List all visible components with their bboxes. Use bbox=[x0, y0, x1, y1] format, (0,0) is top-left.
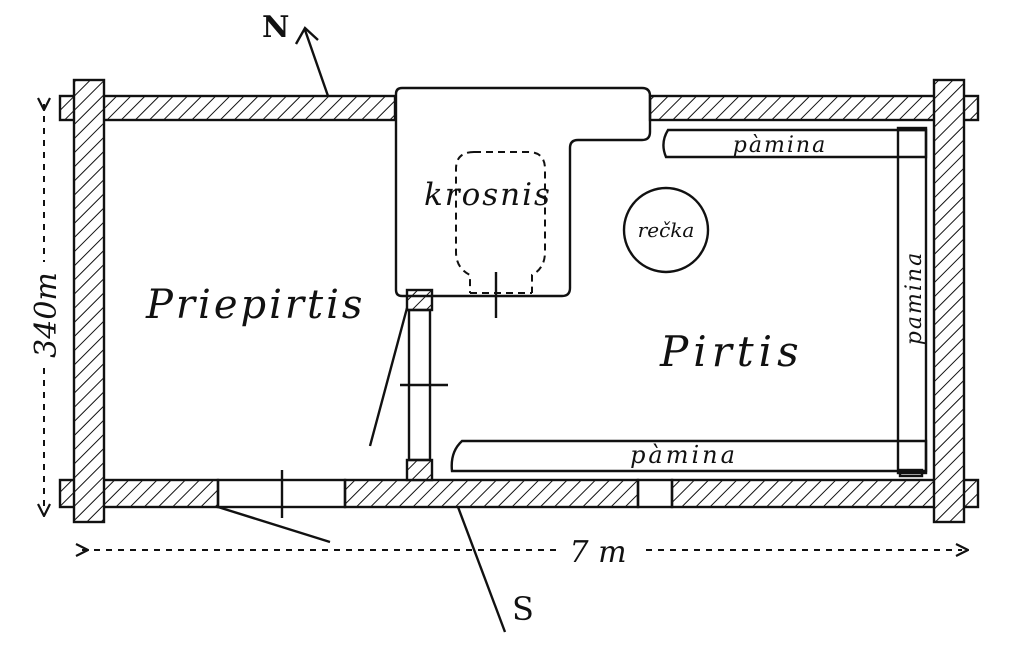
bench-bottom-label: pàmina bbox=[630, 441, 738, 469]
room-label-sauna: Pirtis bbox=[659, 327, 804, 376]
window-opening bbox=[636, 478, 674, 509]
bucket-label: rečka bbox=[638, 218, 695, 242]
stove-label: krosnis bbox=[424, 177, 552, 213]
partition-top bbox=[405, 288, 434, 312]
bench-bottom bbox=[450, 439, 928, 473]
walls bbox=[58, 78, 980, 524]
bottom-wall-right bbox=[670, 478, 980, 509]
room-label-anteroom: Priepirtis bbox=[145, 282, 365, 328]
top-wall-right bbox=[648, 94, 980, 122]
bucket-circle bbox=[622, 186, 710, 274]
north-label: N bbox=[262, 10, 289, 45]
height-dimension: 340m bbox=[28, 104, 64, 510]
left-wall bbox=[72, 78, 106, 524]
south-label: S bbox=[512, 590, 534, 628]
width-label: 7 m bbox=[569, 535, 626, 570]
interior-door-leaf bbox=[368, 307, 409, 447]
right-wall bbox=[932, 78, 966, 524]
bench-top bbox=[662, 128, 928, 159]
bucket: rečka bbox=[622, 186, 710, 274]
bench-right-label: pamina bbox=[902, 251, 927, 345]
entrance-door-leaf bbox=[217, 505, 331, 544]
top-wall-left bbox=[58, 94, 397, 122]
stove: krosnis bbox=[394, 86, 652, 318]
north-arrow: N bbox=[262, 10, 330, 97]
firebox-dashed bbox=[455, 151, 546, 294]
partition-bottom bbox=[405, 458, 434, 482]
bottom-wall-mid bbox=[343, 478, 640, 509]
stove-outline bbox=[394, 86, 652, 298]
bench-right bbox=[896, 126, 928, 475]
benches: pàmina pamina pàmina bbox=[450, 126, 928, 478]
height-label: 340m bbox=[29, 272, 64, 358]
south-arrow: S bbox=[456, 506, 534, 633]
openings bbox=[216, 307, 674, 544]
bench-top-label: pàmina bbox=[733, 133, 827, 158]
width-dimension: 7 m bbox=[82, 532, 962, 570]
